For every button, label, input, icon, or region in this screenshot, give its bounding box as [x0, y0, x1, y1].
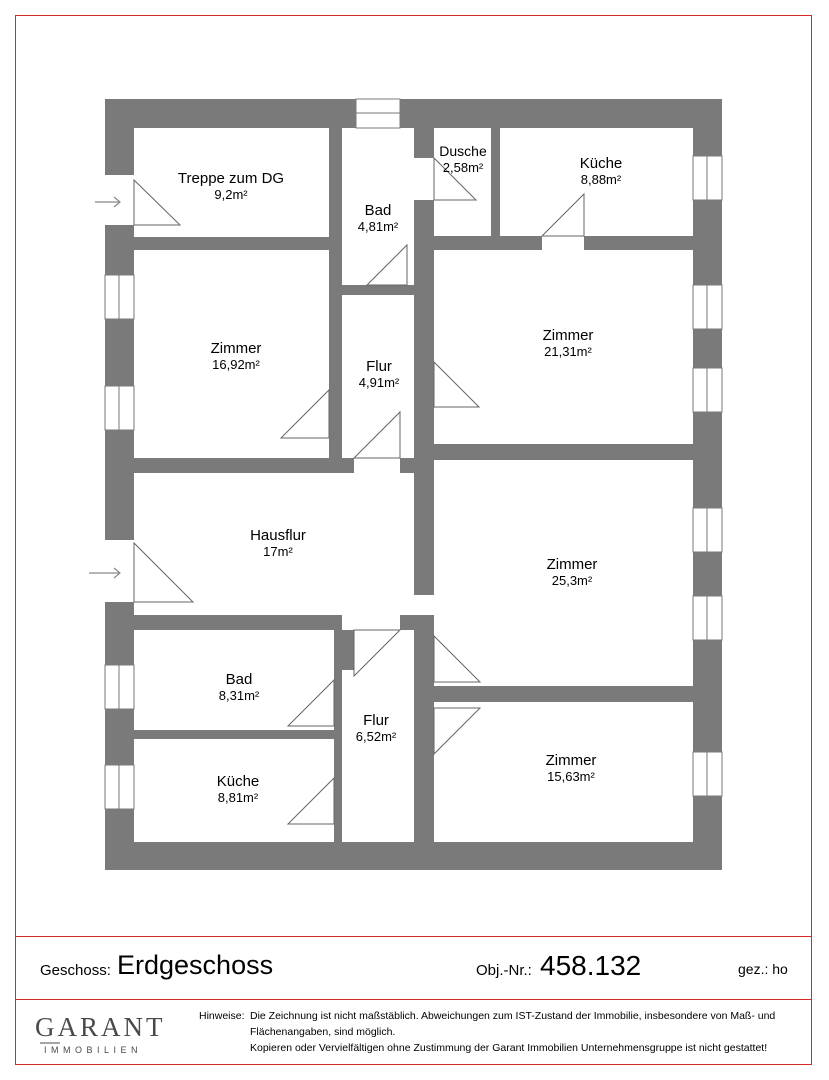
hinweise-line-1: Die Zeichnung ist nicht maßstäblich. Abw…: [250, 1010, 776, 1022]
room-label-hausflur: Hausflur 17m²: [250, 527, 306, 559]
hinweise-line-3: Kopieren oder Vervielfältigen ohne Zusti…: [250, 1042, 768, 1054]
room-name: Flur: [363, 712, 389, 729]
room-name: Zimmer: [546, 556, 598, 573]
wall: [434, 236, 542, 250]
wall: [342, 458, 354, 473]
wall: [434, 686, 693, 702]
room-label-zimmer-16: Zimmer 16,92m²: [211, 340, 262, 372]
hinweise-line-2: Flächenangaben, sind möglich.: [250, 1026, 396, 1038]
wall: [400, 615, 434, 630]
room-name: Bad: [364, 202, 392, 219]
wall: [329, 128, 342, 458]
room-area: 25,3m²: [551, 573, 593, 588]
wall: [434, 444, 693, 460]
room-label-zimmer-21: Zimmer 21,31m²: [543, 327, 594, 359]
page-frame: [15, 15, 812, 1065]
footer-divider-top: [15, 936, 812, 937]
door-swings: [133, 156, 585, 825]
room-area: 17m²: [263, 544, 293, 559]
wall: [414, 128, 434, 158]
door-swing: [279, 388, 330, 439]
wall: [334, 630, 342, 842]
wall: [491, 128, 500, 236]
wall: [414, 630, 434, 842]
door-swing: [353, 629, 402, 678]
room-area: 4,81m²: [357, 219, 399, 234]
room-area: 6,52m²: [355, 729, 397, 744]
room-name: Flur: [366, 358, 392, 375]
room-area: 2,58m²: [442, 160, 484, 175]
gez-text: gez.: ho: [738, 961, 788, 977]
wall: [134, 237, 329, 250]
wall: [584, 236, 693, 250]
footer-divider-bottom: [15, 999, 812, 1000]
entrance-arrows: [89, 196, 121, 579]
room-area: 21,31m²: [544, 344, 592, 359]
room-name: Zimmer: [545, 752, 597, 769]
door-swing: [352, 410, 401, 459]
room-area: 16,92m²: [212, 357, 260, 372]
room-name: Hausflur: [250, 527, 306, 544]
door-swing: [433, 634, 482, 683]
room-name: Zimmer: [210, 340, 262, 357]
room-label-flur-upper: Flur 4,91m²: [359, 358, 399, 390]
door-swing: [433, 156, 478, 201]
room-name: Bad: [225, 671, 253, 688]
room-area: 4,91m²: [358, 375, 400, 390]
arrow-head-icon: [113, 196, 121, 208]
obj-nr-label: Obj.-Nr.:: [476, 962, 532, 979]
door-swing: [133, 541, 195, 603]
room-name: Dusche: [439, 143, 487, 159]
outer-wall-left: [105, 99, 134, 870]
room-label-flur-lower: Flur 6,52m²: [356, 712, 396, 744]
room-name: Küche: [216, 773, 260, 790]
wall: [134, 730, 334, 739]
room-area: 8,31m²: [218, 688, 260, 703]
room-area: 9,2m²: [214, 187, 248, 202]
wall: [342, 285, 414, 295]
room-name: Zimmer: [542, 327, 594, 344]
entrance-opening: [105, 175, 134, 225]
room-label-zimmer-15: Zimmer 15,63m²: [546, 752, 597, 784]
room-label-bad-upper: Bad 4,81m²: [358, 202, 398, 234]
room-label-zimmer-25: Zimmer 25,3m²: [547, 556, 598, 588]
room-label-treppe: Treppe zum DG 9,2m²: [178, 170, 284, 202]
wall: [134, 458, 342, 473]
outer-wall-top: [105, 99, 722, 128]
room-area: 8,81m²: [217, 790, 259, 805]
room-name: Küche: [579, 155, 623, 172]
room-label-bad-lower: Bad 8,31m²: [219, 671, 259, 703]
door-swing: [365, 243, 408, 286]
garant-logo: GARANT: [35, 1012, 166, 1042]
door-swing: [286, 776, 335, 825]
room-label-kueche-upper: Küche 8,88m²: [580, 155, 623, 187]
door-swing: [433, 707, 482, 756]
geschoss-label: Geschoss:: [40, 962, 111, 979]
garant-logo-sub: IMMOBILIEN: [44, 1045, 143, 1055]
wall: [414, 200, 434, 595]
entrance-opening: [105, 540, 134, 602]
wall: [342, 630, 354, 670]
door-swing: [540, 192, 585, 237]
room-area: 8,88m²: [580, 172, 622, 187]
obj-nr-value: 458.132: [540, 950, 642, 981]
door-swing: [286, 678, 335, 727]
windows: [104, 98, 723, 810]
walls: [105, 99, 722, 870]
room-label-dusche: Dusche 2,58m²: [439, 143, 486, 175]
geschoss-value: Erdgeschoss: [117, 950, 274, 980]
outer-wall-right: [693, 99, 722, 870]
arrow-head-icon: [113, 567, 121, 579]
hinweise-label: Hinweise:: [199, 1010, 245, 1022]
room-name: Treppe zum DG: [177, 170, 285, 187]
door-swing: [433, 360, 481, 408]
room-area: 15,63m²: [547, 769, 595, 784]
wall: [400, 458, 434, 473]
wall: [134, 615, 342, 630]
door-swing: [133, 178, 182, 226]
room-label-kueche-lower: Küche 8,81m²: [217, 773, 260, 805]
outer-wall-bottom: [105, 842, 722, 870]
